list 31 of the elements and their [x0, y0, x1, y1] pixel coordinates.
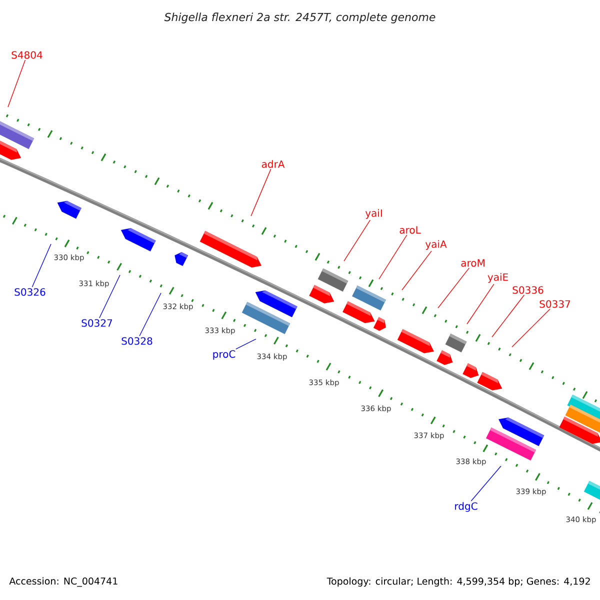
- leader-line: [512, 308, 550, 348]
- accession-text: Accession: NC_004741: [9, 577, 118, 587]
- leader-line: [236, 338, 256, 350]
- leader-line: [8, 60, 26, 108]
- title: Shigella flexneri 2a str. 2457T, complete genome: [164, 12, 436, 24]
- leader-line: [250, 168, 272, 216]
- gene-label: yaiE: [488, 273, 508, 283]
- gene-label: S0327: [82, 319, 112, 327]
- gene-label: adrA: [262, 160, 285, 168]
- gene-label: rdgC: [455, 502, 478, 512]
- leader-line: [492, 294, 525, 338]
- genome-info-text: Topology: circular; Length: 4,599,354 bp; Genes: 4,192: [326, 577, 590, 587]
- gene-label: aroL: [400, 226, 421, 234]
- leader-line: [99, 274, 120, 318]
- gene-label: proC: [213, 350, 236, 360]
- leader-line: [402, 250, 432, 290]
- gene-label: S4804: [12, 51, 42, 59]
- leader-line: [466, 284, 494, 324]
- gene-label: S0326: [14, 288, 46, 296]
- gene-label: S0328: [122, 337, 152, 345]
- gene-label: aroM: [461, 259, 484, 267]
- leader-line: [378, 234, 408, 280]
- leader-line: [470, 466, 502, 502]
- leader-line: [438, 268, 470, 308]
- gene-label: yaiI: [365, 209, 382, 219]
- gene-label: S0337: [540, 300, 570, 308]
- leader-line: [344, 220, 370, 262]
- leader-line: [139, 292, 162, 336]
- gene-label: yaiA: [425, 240, 447, 250]
- leader-line: [32, 244, 52, 288]
- gene-label: S0336: [512, 286, 544, 294]
